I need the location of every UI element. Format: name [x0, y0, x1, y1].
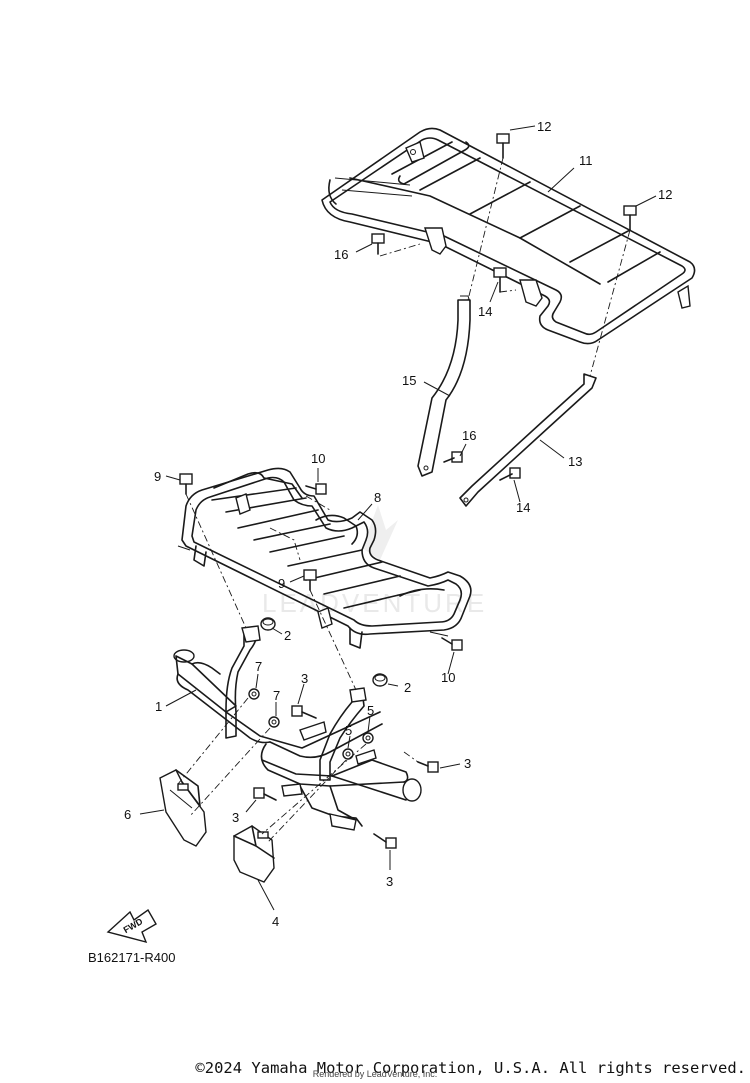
fasteners[interactable]: [179, 133, 637, 849]
callout-15: 15: [402, 373, 416, 388]
bolt-10-b: [441, 637, 463, 651]
callout-9: 9: [278, 576, 285, 591]
assembly-lines: [177, 157, 631, 843]
bolt-14-b: [499, 467, 521, 481]
callout-4: 4: [272, 914, 279, 929]
leader-lines: [139, 125, 657, 911]
bolt-9-a: [179, 473, 193, 495]
rear-carrier-11[interactable]: [321, 127, 696, 345]
callout-16: 16: [334, 247, 348, 262]
callout-11: 11: [579, 153, 593, 168]
callout-8: 8: [374, 490, 381, 505]
callout-labels: 12 11 12 16 14 15 16 13 14 9 10 8 9 2 10…: [124, 119, 672, 929]
callout-9: 9: [154, 469, 161, 484]
callout-14: 14: [516, 500, 530, 515]
callout-10: 10: [311, 451, 325, 466]
nut-5-a: [362, 732, 374, 744]
callout-5: 5: [345, 723, 352, 738]
fwd-arrow: FWD: [106, 908, 157, 944]
callout-3: 3: [301, 671, 308, 686]
protector-6[interactable]: [159, 769, 207, 847]
callout-13: 13: [568, 454, 582, 469]
callout-2: 2: [404, 680, 411, 695]
front-carrier-8[interactable]: [177, 467, 472, 649]
diagram-reference-code: B162171-R400: [88, 950, 175, 965]
bolt-3-d: [373, 833, 397, 849]
callout-2: 2: [284, 628, 291, 643]
front-guard-frame-1[interactable]: [173, 625, 422, 831]
protector-4[interactable]: [233, 825, 275, 883]
bolt-16-a: [371, 233, 385, 255]
bolt-3-c: [253, 787, 277, 801]
callout-5: 5: [367, 703, 374, 718]
nut-7-b: [268, 716, 280, 728]
callout-7: 7: [273, 688, 280, 703]
callout-6: 6: [124, 807, 131, 822]
callout-3: 3: [464, 756, 471, 771]
bolt-3-a: [291, 705, 317, 719]
nut-5-b: [342, 748, 354, 760]
callout-12: 12: [537, 119, 551, 134]
callout-16: 16: [462, 428, 476, 443]
bolt-12-a: [496, 133, 510, 159]
callout-3: 3: [232, 810, 239, 825]
callout-14: 14: [478, 304, 492, 319]
bolt-10-a: [305, 483, 327, 495]
bolt-3-b: [417, 761, 439, 773]
callout-3: 3: [386, 874, 393, 889]
callout-7: 7: [255, 659, 262, 674]
bolt-16-b: [443, 451, 463, 463]
bolt-14-a: [493, 267, 507, 293]
copyright-notice: ©2024 Yamaha Motor Corporation, U.S.A. A…: [195, 1059, 746, 1077]
bolt-9-b: [303, 569, 317, 591]
bolt-12-b: [623, 205, 637, 231]
callout-10: 10: [441, 670, 455, 685]
carrier-stay-13[interactable]: [459, 373, 597, 507]
carrier-stay-15[interactable]: [417, 295, 471, 477]
cap-2-b: [372, 673, 388, 687]
cap-2-a: [260, 617, 276, 631]
callout-12: 12: [658, 187, 672, 202]
nut-7-a: [248, 688, 260, 700]
callout-1: 1: [155, 699, 162, 714]
rendered-by-credit: Rendered by LeadVenture, Inc.: [312, 1069, 438, 1079]
